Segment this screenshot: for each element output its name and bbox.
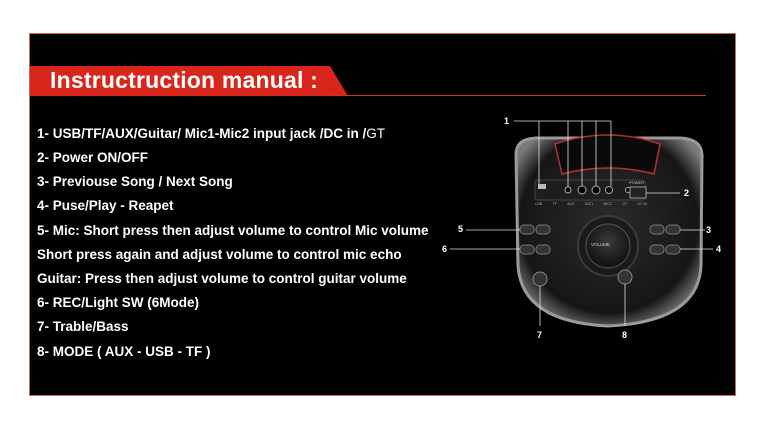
- callout-3: 3: [706, 225, 712, 235]
- next-button: [665, 224, 681, 235]
- mic-button: [519, 224, 535, 235]
- handle-slot: [554, 134, 661, 175]
- instruction-line: 7- Trable/Bass: [37, 319, 129, 334]
- power-label: POWER: [629, 180, 645, 185]
- title-banner: Instructruction manual :: [30, 66, 348, 96]
- power-switch: [629, 186, 647, 199]
- gt-jack: [605, 186, 613, 194]
- callout-2: 2: [684, 188, 690, 198]
- callout-8: 8: [622, 330, 628, 340]
- mic2-jack: [591, 185, 601, 195]
- instruction-line: 1- USB/TF/AUX/Guitar/ Mic1-Mic2 input ja…: [37, 126, 386, 141]
- callout-7: 7: [537, 330, 543, 340]
- mic1-jack: [577, 185, 587, 195]
- title-banner-shape: [30, 66, 348, 96]
- jack-label: MIC2: [603, 202, 612, 206]
- light-button: [535, 244, 551, 255]
- instruction-line: 6- REC/Light SW (6Mode): [37, 295, 199, 310]
- instruction-line: Guitar: Press then adjust volume to cont…: [37, 271, 407, 286]
- mode-button: [617, 269, 633, 285]
- jack-label: TF: [552, 202, 557, 206]
- callout-lines: [450, 120, 713, 326]
- callout-4: 4: [716, 244, 722, 254]
- previous-button: [649, 224, 665, 235]
- jack-labels: USB TF AUX MIC1 MIC2 GT DC IN: [535, 202, 647, 206]
- instruction-line: 8- MODE ( AUX - USB - TF ): [37, 344, 211, 359]
- jack-label: GT: [622, 202, 628, 206]
- jack-label: MIC1: [584, 202, 594, 206]
- jack-label: USB: [535, 202, 543, 206]
- volume-label: VOLUME: [591, 242, 611, 247]
- callout-6: 6: [442, 244, 448, 254]
- jack-label: AUX: [567, 202, 575, 206]
- page-title: Instructruction manual :: [50, 67, 319, 93]
- treble-bass-button: [532, 271, 548, 287]
- manual-panel: Instructruction manual : 1- USB/TF/AUX/G…: [29, 33, 736, 396]
- instruction-line: Short press again and adjust volume to c…: [37, 247, 402, 262]
- callout-5: 5: [458, 224, 464, 234]
- title-divider: [330, 95, 706, 96]
- usb-port: [538, 184, 546, 189]
- instruction-line: 4- Puse/Play - Reapet: [37, 198, 174, 213]
- instruction-line: 5- Mic: Short press then adjust volume t…: [37, 223, 429, 238]
- rec-light-button: [519, 244, 535, 255]
- play-pause-button: [649, 244, 665, 255]
- instruction-line: 3- Previouse Song / Next Song: [37, 174, 233, 189]
- volume-knob: [585, 223, 631, 269]
- speaker-panel-diagram: [450, 120, 713, 328]
- instruction-line: 2- Power ON/OFF: [37, 150, 149, 165]
- repeat-button: [665, 244, 681, 255]
- callout-1: 1: [504, 116, 510, 126]
- jack-label: DC IN: [637, 202, 647, 206]
- aux-jack: [564, 186, 572, 194]
- mic-button-2: [535, 224, 551, 235]
